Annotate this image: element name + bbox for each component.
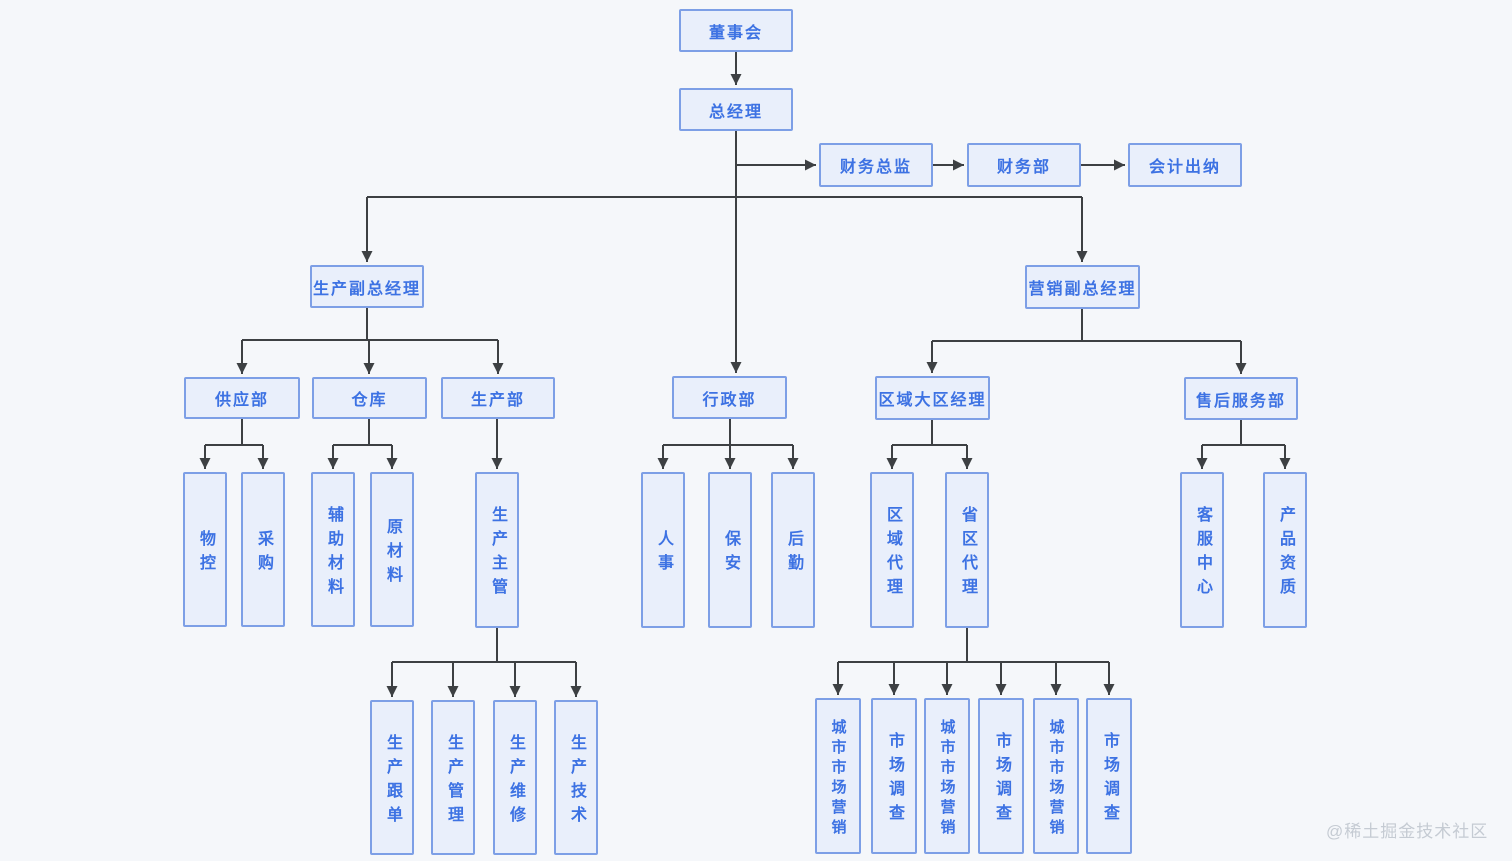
node-product-qualification: 产品资质 [1263, 472, 1307, 628]
node-admin-dept-label: 行政部 [702, 391, 757, 409]
node-purchasing: 采购 [241, 472, 285, 627]
node-city-marketing-1: 城市市场营销 [815, 698, 861, 854]
node-production-dept: 生产部 [441, 377, 555, 419]
node-production-maintenance-label: 生产维修 [507, 733, 524, 830]
node-regional-agent-label: 区域代理 [884, 506, 901, 602]
node-product-qualification-label: 产品资质 [1277, 506, 1294, 602]
node-market-research-1-label: 市场调查 [886, 732, 903, 828]
node-material-control: 物控 [183, 472, 227, 627]
node-aux-materials-label: 辅助材料 [325, 505, 342, 602]
node-production-management: 生产管理 [431, 700, 475, 855]
node-general-manager: 总经理 [679, 88, 793, 131]
node-finance-director-label: 财务总监 [839, 159, 912, 176]
node-regional-agent: 区域代理 [870, 472, 914, 628]
watermark: @稀土掘金技术社区 [1326, 822, 1489, 841]
node-market-research-3-label: 市场调查 [1101, 732, 1118, 828]
node-hr: 人事 [641, 472, 685, 628]
node-production-vgm: 生产副总经理 [310, 265, 424, 308]
node-aftersales-dept: 售后服务部 [1184, 377, 1298, 420]
node-finance-dept: 财务部 [967, 143, 1081, 187]
node-market-research-3: 市场调查 [1086, 698, 1132, 854]
node-supply-dept-label: 供应部 [214, 392, 269, 409]
node-production-dept-label: 生产部 [470, 392, 525, 409]
node-accounting-cashier: 会计出纳 [1128, 143, 1242, 187]
node-general-manager-label: 总经理 [708, 103, 763, 121]
node-regional-manager-label: 区域大区经理 [878, 392, 987, 409]
node-logistics-label: 后勤 [785, 530, 802, 578]
node-production-vgm-label: 生产副总经理 [312, 280, 421, 298]
node-city-marketing-3: 城市市场营销 [1033, 698, 1079, 854]
node-production-technology-label: 生产技术 [568, 733, 585, 830]
node-material-control-label: 物控 [197, 529, 214, 578]
node-production-tracking-label: 生产跟单 [384, 733, 401, 830]
node-city-marketing-2: 城市市场营销 [924, 698, 970, 854]
node-aftersales-dept-label: 售后服务部 [1195, 392, 1286, 410]
node-customer-service-label: 客服中心 [1194, 506, 1211, 602]
node-city-marketing-1-label: 城市市场营销 [829, 719, 847, 839]
node-province-agent-label: 省区代理 [959, 506, 976, 602]
node-finance-director: 财务总监 [819, 143, 933, 187]
node-regional-manager: 区域大区经理 [875, 376, 990, 420]
node-supply-dept: 供应部 [184, 377, 300, 419]
node-production-maintenance: 生产维修 [493, 700, 537, 855]
node-board-label: 董事会 [708, 24, 763, 42]
node-security: 保安 [708, 472, 752, 628]
node-production-management-label: 生产管理 [445, 733, 462, 830]
node-production-tracking: 生产跟单 [370, 700, 414, 855]
node-production-supervisor: 生产主管 [475, 472, 519, 628]
node-raw-materials: 原材料 [370, 472, 414, 627]
node-hr-label: 人事 [655, 530, 672, 578]
node-warehouse-label: 仓库 [351, 392, 388, 409]
node-marketing-vgm: 营销副总经理 [1025, 265, 1140, 309]
node-province-agent: 省区代理 [945, 472, 989, 628]
node-production-supervisor-label: 生产主管 [489, 506, 506, 602]
node-market-research-1: 市场调查 [871, 698, 917, 854]
node-logistics: 后勤 [771, 472, 815, 628]
node-market-research-2-label: 市场调查 [993, 732, 1010, 828]
node-security-label: 保安 [722, 530, 739, 578]
node-raw-materials-label: 原材料 [384, 517, 401, 590]
node-customer-service: 客服中心 [1180, 472, 1224, 628]
node-warehouse: 仓库 [312, 377, 427, 419]
node-aux-materials: 辅助材料 [311, 472, 355, 627]
node-accounting-cashier-label: 会计出纳 [1148, 159, 1221, 176]
node-admin-dept: 行政部 [672, 376, 787, 419]
node-purchasing-label: 采购 [255, 529, 272, 578]
node-board: 董事会 [679, 9, 793, 52]
connector-arrows [199, 52, 1291, 697]
node-city-marketing-2-label: 城市市场营销 [938, 719, 956, 839]
node-marketing-vgm-label: 营销副总经理 [1028, 281, 1137, 298]
node-market-research-2: 市场调查 [978, 698, 1024, 854]
node-production-technology: 生产技术 [554, 700, 598, 855]
node-finance-dept-label: 财务部 [996, 159, 1051, 176]
node-city-marketing-3-label: 城市市场营销 [1047, 719, 1065, 839]
